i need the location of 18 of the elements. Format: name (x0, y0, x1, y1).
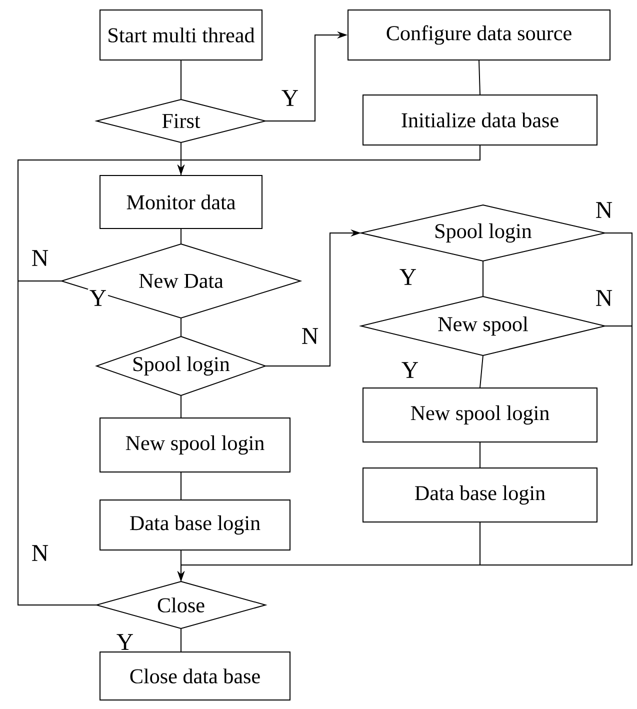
process-box: New spool login (362, 388, 598, 442)
process-box: Data base login (100, 500, 290, 550)
process-box: Monitor data (100, 175, 262, 229)
edge-label: Y (88, 288, 108, 308)
arrow (18, 160, 185, 606)
process-box: Data base login (362, 468, 598, 522)
process-box: Start multi thread (100, 10, 262, 60)
edge-label: Y (280, 88, 300, 108)
process-box: Close data base (100, 652, 290, 700)
edge-label: N (30, 544, 50, 562)
edge-label: Y (114, 632, 136, 652)
edge-label: N (300, 326, 320, 346)
process-box: New spool login (100, 418, 290, 472)
edge-label: Y (400, 360, 420, 380)
edge-label: Y (398, 268, 418, 286)
process-box: Initialize data base (362, 94, 598, 146)
edge-label: N (30, 248, 50, 268)
process-box: Configure data source (348, 10, 610, 60)
